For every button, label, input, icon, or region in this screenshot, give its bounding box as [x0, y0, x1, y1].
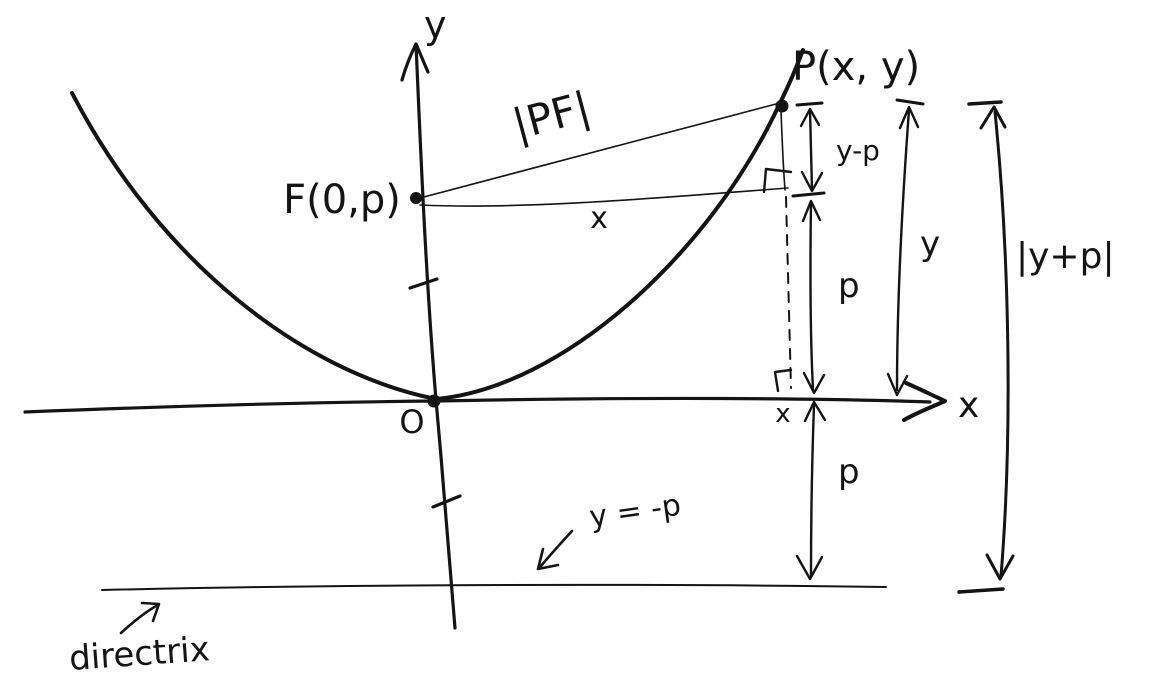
directrix-arrow-shaft	[119, 604, 158, 635]
y-height-measure	[886, 98, 925, 397]
p-below-axis-label: p	[838, 452, 860, 492]
p-below-up-arrowhead-icon	[803, 400, 827, 423]
directrix-label: directrix	[68, 629, 211, 679]
y-plus-p-shaft	[993, 110, 1010, 578]
origin-label: O	[399, 403, 424, 441]
focus-horizontal-segment	[419, 187, 789, 207]
y-height-up-arrowhead-icon	[898, 105, 920, 130]
directrix-equation-label: y = -p	[587, 488, 683, 535]
focus-label: F(0,p)	[283, 177, 401, 223]
y-minus-p-shaft	[808, 108, 814, 192]
y-plus-p-top-bar	[967, 100, 1003, 106]
p-above-down-arrowhead-icon	[802, 371, 826, 395]
perpendicular-dashed-segment	[785, 196, 792, 389]
origin-dot	[427, 394, 441, 408]
y-minus-p-bottom-bar	[791, 191, 826, 198]
y-axis-tick-lower	[431, 494, 462, 509]
y-height-label: y	[920, 224, 940, 264]
y-minus-p-label: y-p	[836, 134, 880, 167]
y-axis-line	[414, 42, 457, 630]
x-axis-label: x	[958, 385, 979, 426]
p-above-axis-measure	[801, 199, 826, 395]
point-dot	[775, 99, 789, 113]
directrix-arrowhead-icon	[140, 601, 161, 623]
y-minus-p-down-arrowhead-icon	[800, 170, 824, 193]
y-minus-p-top-bar	[795, 101, 824, 107]
pf-segment-label: |PF|	[507, 82, 595, 149]
equation-arrow-shaft	[539, 529, 574, 568]
y-minus-p-up-arrowhead-icon	[799, 107, 821, 128]
focus-to-point-segment	[419, 103, 777, 199]
p-below-shaft	[809, 403, 816, 578]
focus-dot	[410, 192, 422, 204]
directrix-equation-callout	[536, 529, 574, 571]
y-axis-arrowhead-icon	[400, 42, 430, 82]
y-plus-p-bottom-bar	[957, 587, 1005, 594]
perpendicular-solid-segment	[780, 109, 786, 191]
directrix-name-callout	[119, 601, 161, 635]
parabola-curve	[70, 48, 805, 401]
point-label: P(x, y)	[792, 44, 920, 90]
p-above-axis-label: p	[838, 266, 860, 306]
y-height-top-bar	[895, 98, 925, 106]
horizontal-run-label: x	[590, 201, 608, 236]
y-plus-p-down-arrowhead-icon	[985, 553, 1015, 581]
p-above-up-arrowhead-icon	[801, 199, 822, 223]
y-height-shaft	[895, 108, 911, 392]
y-height-down-arrowhead-icon	[886, 372, 909, 397]
p-below-axis-measure	[795, 400, 827, 581]
directrix-line	[101, 583, 887, 591]
y-plus-p-up-arrowhead-icon	[979, 105, 1007, 130]
p-below-down-arrowhead-icon	[795, 554, 824, 581]
y-axis-tick-upper	[408, 277, 439, 290]
y-minus-p-measure	[791, 101, 826, 198]
y-plus-p-measure	[957, 100, 1015, 594]
equation-arrowhead-icon	[536, 547, 560, 571]
right-angle-marker	[762, 167, 793, 194]
y-axis-label: y	[424, 3, 447, 47]
foot-x-label: x	[775, 399, 790, 429]
p-above-shaft	[809, 202, 815, 392]
x-axis-line	[23, 396, 932, 414]
y-plus-p-label: |y+p|	[1016, 236, 1115, 277]
x-axis-arrowhead-icon	[902, 381, 947, 422]
foot-corner-marker	[773, 368, 793, 393]
